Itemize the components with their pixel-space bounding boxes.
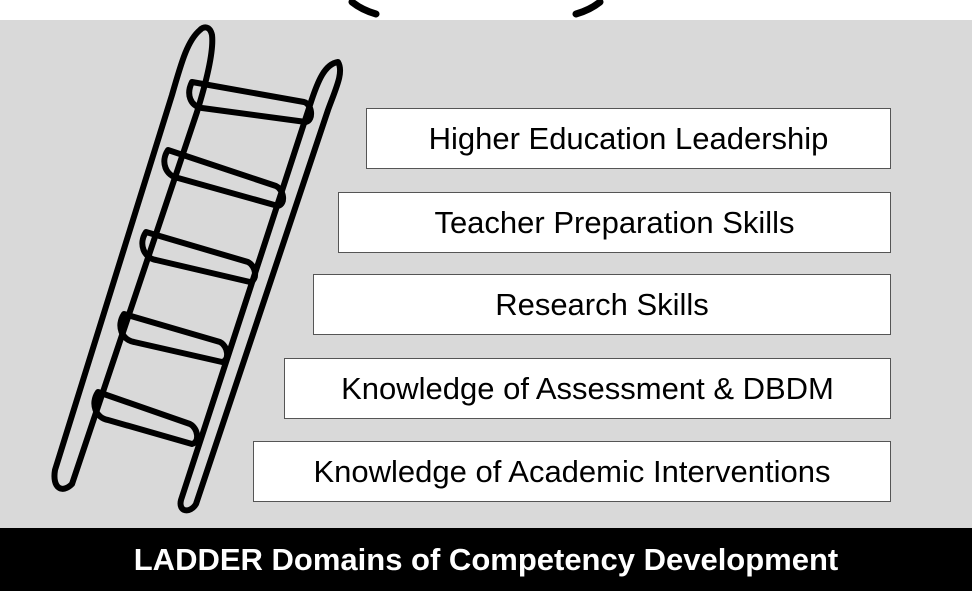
ladder-icon <box>51 24 344 514</box>
domain-label: Research Skills <box>495 286 709 322</box>
domain-label: Teacher Preparation Skills <box>434 204 795 240</box>
domain-box-assessment-dbdm: Knowledge of Assessment & DBDM <box>284 358 891 419</box>
domain-box-teacher-preparation-skills: Teacher Preparation Skills <box>338 192 891 253</box>
footer-title: LADDER Domains of Competency Development <box>133 541 839 577</box>
footer-title-bar: LADDER Domains of Competency Development <box>0 528 972 591</box>
domain-label: Higher Education Leadership <box>428 120 829 156</box>
curved-arrow-icon <box>348 0 604 18</box>
domain-box-higher-education-leadership: Higher Education Leadership <box>366 108 891 169</box>
domain-label: Knowledge of Assessment & DBDM <box>341 370 834 406</box>
domain-box-research-skills: Research Skills <box>313 274 891 335</box>
domain-box-academic-interventions: Knowledge of Academic Interventions <box>253 441 891 502</box>
domain-label: Knowledge of Academic Interventions <box>313 453 831 489</box>
